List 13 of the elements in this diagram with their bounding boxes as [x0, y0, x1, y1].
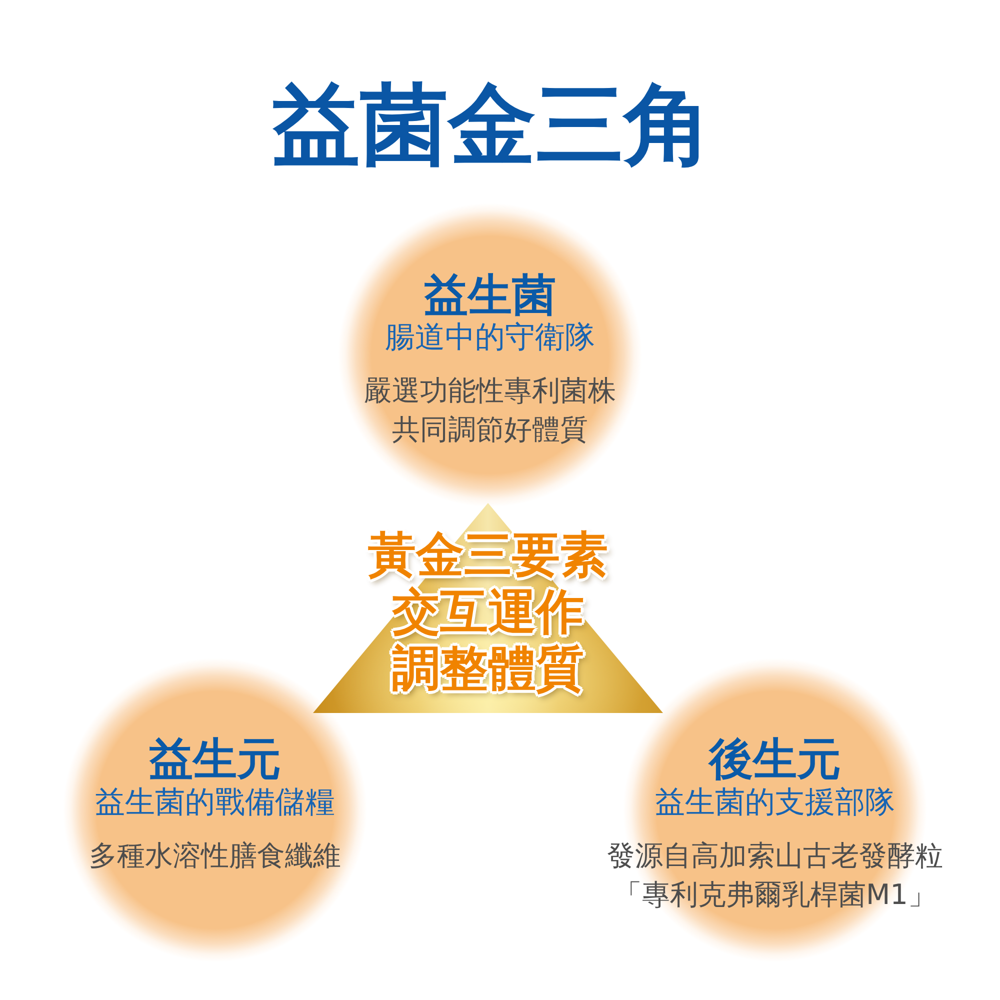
circle-heading: 益生元 [149, 733, 281, 787]
circle-heading: 益生菌 [424, 269, 556, 322]
circle-text: 發源自高加索山古老發酵粒「專利克弗爾乳桿菌M1」 [606, 838, 944, 912]
circle-subtitle: 益生菌的支援部隊 [655, 784, 895, 822]
circle-text: 多種水溶性膳食纖維 [88, 838, 342, 874]
circle-text: 嚴選功能性專利菌株共同調節好體質 [363, 372, 617, 448]
triangle-text: 調整體質 [392, 640, 584, 698]
circle-heading: 後生元 [709, 733, 841, 786]
title: 益菌金三角 [272, 75, 712, 175]
circle-subtitle: 腸道中的守衛隊 [385, 319, 595, 357]
triangle-text: 交互運作 [392, 583, 584, 641]
triangle-text: 黃金三要素 [368, 526, 608, 584]
circle-subtitle: 益生菌的戰備儲糧 [95, 784, 335, 822]
